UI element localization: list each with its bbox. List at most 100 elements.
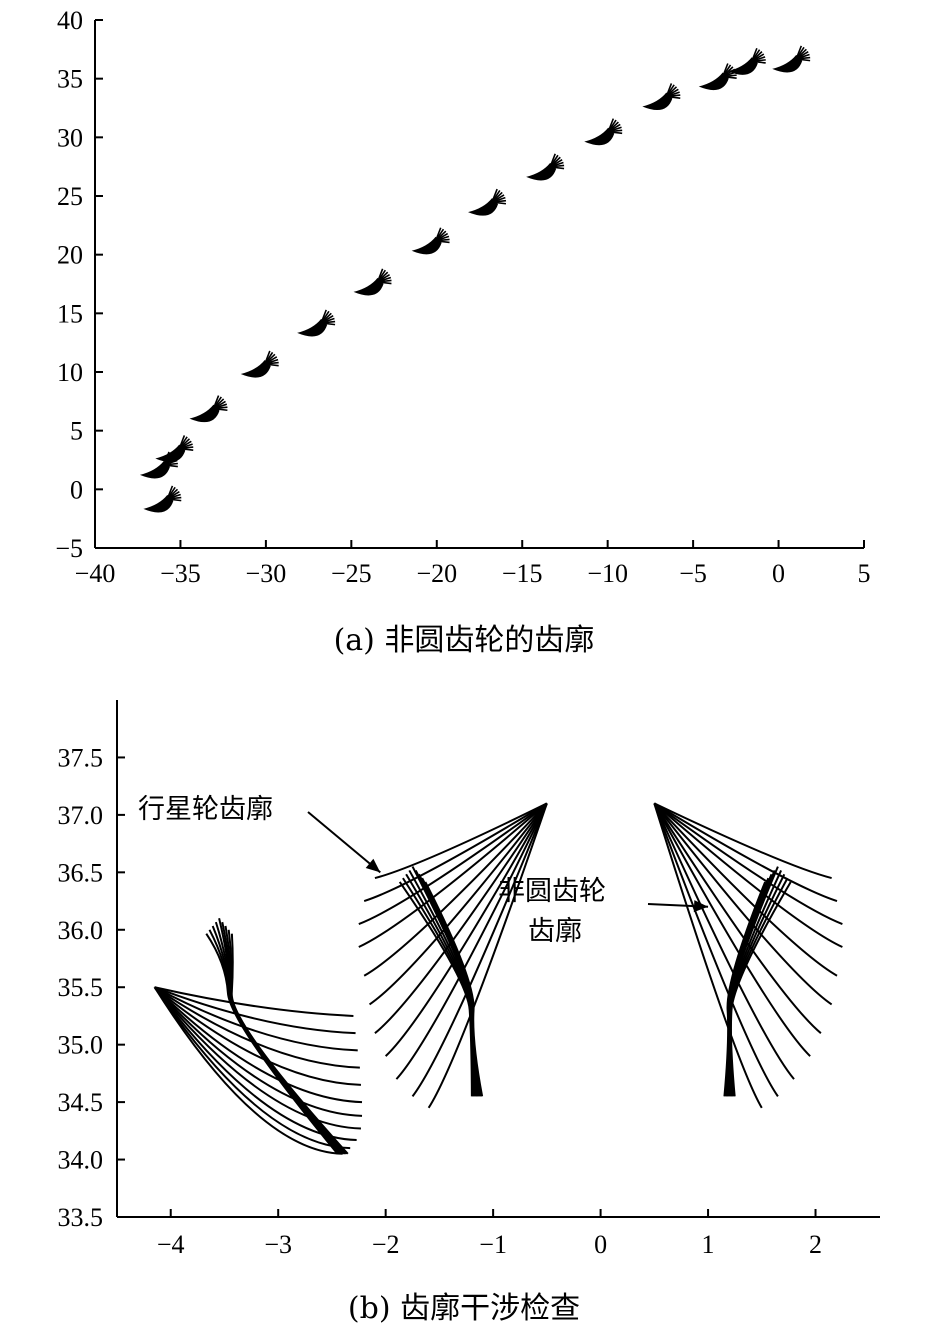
planet-profile-curve bbox=[374, 802, 548, 880]
planet-profile-curve bbox=[653, 802, 833, 1006]
chart-b-caption: (b) 齿廓干涉检查 bbox=[348, 1291, 580, 1326]
chart-a-tooth-line bbox=[666, 95, 681, 99]
planet-profile-curve bbox=[154, 986, 354, 1017]
chart-a-tooth-line bbox=[550, 166, 565, 170]
arrow-shaft bbox=[307, 811, 381, 874]
planet-profile-family bbox=[153, 986, 363, 1155]
chart-a-tooth-cluster bbox=[139, 451, 178, 479]
chart-a-tooth-line bbox=[167, 498, 182, 502]
annotation-planet-gear-profile: 行星轮齿廓 bbox=[138, 794, 273, 825]
planet-profile-curve bbox=[154, 986, 358, 1052]
planet-profile-curve bbox=[411, 803, 548, 1097]
chart-a-tooth-line bbox=[163, 464, 178, 468]
chart-a-tooth-body bbox=[642, 92, 673, 111]
chart-a-tooth-cluster bbox=[468, 188, 507, 216]
chart-a-tooth-cluster bbox=[143, 485, 182, 513]
chart-a-y-tick-label: 35 bbox=[57, 65, 83, 94]
chart-a-y-tick-label: 30 bbox=[57, 123, 83, 152]
chart-b-y-tick-label: 34.5 bbox=[58, 1088, 104, 1117]
chart-b-x-tick-label: −1 bbox=[479, 1230, 507, 1259]
planet-profile-curve bbox=[653, 802, 822, 1034]
chart-a-y-tick-label: 40 bbox=[57, 6, 83, 35]
planet-profile-curve bbox=[653, 802, 838, 903]
planet-profile-curve bbox=[653, 802, 795, 1080]
chart-a-tooth-line bbox=[491, 201, 507, 205]
chart-a-tooth-body bbox=[155, 444, 186, 463]
chart-a-caption: (a) 非圆齿轮的齿廓 bbox=[334, 623, 595, 658]
planet-profile-curve bbox=[153, 986, 361, 1130]
annotation-arrow-planet bbox=[307, 811, 381, 874]
chart-a-tooth-cluster bbox=[698, 63, 737, 91]
planet-profile-curve bbox=[358, 802, 548, 925]
chart-b-y-tick-label: 36.0 bbox=[58, 916, 104, 945]
chart-a-tooth-cluster bbox=[353, 268, 392, 296]
chart-a-tooth-body bbox=[297, 318, 328, 337]
chart-a-x-tick-label: −20 bbox=[416, 559, 457, 588]
planet-profile-curve bbox=[653, 802, 811, 1057]
arrow-head bbox=[693, 900, 709, 913]
chart-b-x-tick-label: 1 bbox=[702, 1230, 715, 1259]
chart-a-tooth-line bbox=[796, 58, 811, 62]
chart-a-x-tick-label: −5 bbox=[679, 559, 707, 588]
planet-profile-curve bbox=[153, 986, 363, 1117]
chart-a-tooth-cluster bbox=[155, 435, 194, 463]
chart-a-tooth-line bbox=[179, 447, 194, 451]
gear-profile-bundle bbox=[398, 866, 484, 1097]
chart-a-tooth-body bbox=[772, 54, 803, 73]
chart-a-tooth-body bbox=[411, 236, 442, 255]
chart-a-tooth-line bbox=[751, 60, 766, 64]
chart-a-y-tick-label: 10 bbox=[57, 358, 83, 387]
annotation-noncircular-gear-line2: 齿廓 bbox=[528, 916, 582, 947]
planet-profile-curve bbox=[374, 802, 548, 1034]
planet-profile-curve bbox=[653, 802, 843, 925]
gear-profile-bundle bbox=[205, 918, 349, 1155]
chart-b-y-tick-label: 35.0 bbox=[58, 1031, 104, 1060]
chart-a-y-tick-label: 0 bbox=[70, 475, 83, 504]
chart-a-tooth-cluster bbox=[189, 395, 228, 423]
chart-a-tooth-cluster bbox=[642, 83, 681, 111]
chart-a-tooth-line bbox=[377, 281, 392, 285]
chart-a-tooth-body bbox=[189, 404, 220, 423]
chart-a-x-tick-label: 5 bbox=[858, 559, 871, 588]
gear-profile-curve bbox=[729, 881, 792, 1097]
planet-profile-curve bbox=[384, 802, 548, 1057]
planet-profile-curve bbox=[653, 802, 832, 880]
chart-a-x-tick-label: −25 bbox=[331, 559, 372, 588]
chart-a-tooth-line bbox=[264, 363, 279, 367]
chart-a-tooth-line bbox=[213, 407, 228, 412]
chart-a-y-tick-label: −5 bbox=[55, 534, 83, 563]
gear-profile-bundle bbox=[723, 866, 792, 1097]
chart-a-tooth-body bbox=[468, 198, 499, 216]
chart-a-tooth-cluster bbox=[411, 227, 450, 255]
chart-a-tooth-cluster bbox=[584, 118, 623, 146]
chart-b-y-tick-label: 34.0 bbox=[58, 1146, 104, 1175]
arrow-head bbox=[365, 858, 381, 873]
chart-a-tooth-body bbox=[584, 127, 615, 146]
chart-a-tooth-body bbox=[698, 72, 729, 91]
chart-a-tooth-body bbox=[727, 57, 758, 75]
chart-a-y-tick-label: 20 bbox=[57, 241, 83, 270]
chart-b-y-tick-label: 33.5 bbox=[58, 1203, 104, 1232]
chart-a-tooth-body bbox=[526, 162, 557, 181]
chart-a-teeth bbox=[139, 45, 811, 513]
chart-a-x-tick-label: −10 bbox=[587, 559, 628, 588]
gear-profile-curve bbox=[221, 921, 345, 1155]
chart-b-gear-profiles bbox=[205, 866, 792, 1155]
chart-b-x-tick-label: 0 bbox=[594, 1230, 607, 1259]
chart-a-tooth-line bbox=[722, 75, 737, 80]
chart-a-y-tick-label: 5 bbox=[70, 417, 83, 446]
gear-profile-curve bbox=[424, 881, 484, 1097]
chart-b-x-tick-label: −4 bbox=[157, 1230, 185, 1259]
planet-profile-curve bbox=[153, 986, 343, 1155]
planet-profile-curve bbox=[153, 986, 351, 1150]
chart-a-tooth-cluster bbox=[772, 45, 811, 73]
planet-profile-curve bbox=[154, 986, 360, 1069]
chart-a-x-tick-label: −30 bbox=[246, 559, 287, 588]
chart-b-y-tick-label: 35.5 bbox=[58, 973, 104, 1002]
